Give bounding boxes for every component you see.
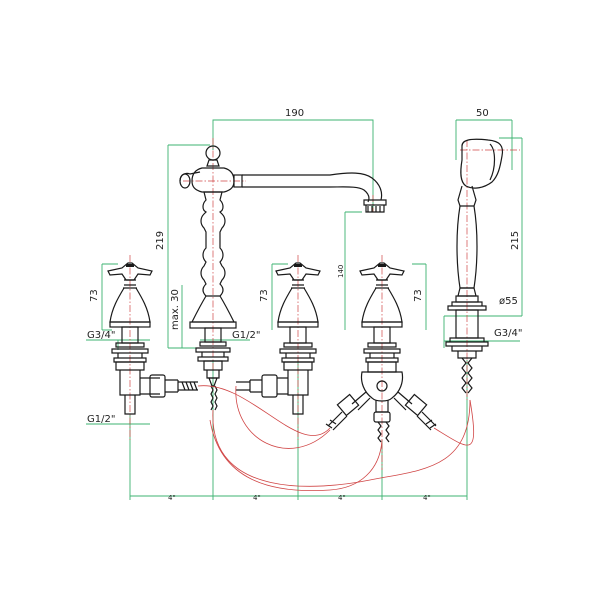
label-handshower-connection: G3/4" bbox=[494, 328, 522, 339]
right-diverter-valve bbox=[325, 262, 437, 443]
left-cold-tap bbox=[107, 262, 198, 415]
label-spout-connection: G1/2" bbox=[232, 330, 260, 341]
label-tap-mid: 73 bbox=[259, 289, 270, 302]
label-spout-height: 219 bbox=[155, 231, 166, 250]
label-hole-diameter: ø55 bbox=[499, 296, 518, 307]
label-spout-rise: 140 bbox=[337, 265, 345, 278]
middle-hot-tap bbox=[236, 262, 321, 415]
label-tap-right: 73 bbox=[413, 289, 424, 302]
label-spout-reach: 190 bbox=[285, 108, 304, 119]
label-handshower-length: 215 bbox=[510, 231, 521, 250]
label-tap-left: 73 bbox=[89, 289, 100, 302]
label-spacing-1: 4" bbox=[168, 494, 176, 502]
label-left-connection: G3/4" bbox=[87, 330, 115, 341]
label-handshower-width: 50 bbox=[476, 108, 489, 119]
label-max-deck: max. 30 bbox=[170, 289, 181, 330]
spout bbox=[179, 145, 387, 411]
label-spacing-2: 4" bbox=[253, 494, 261, 502]
connection-hoses bbox=[197, 385, 474, 491]
label-bottom-connection: G1/2" bbox=[87, 414, 115, 425]
label-spacing-3: 4" bbox=[338, 494, 346, 502]
label-spacing-4: 4" bbox=[423, 494, 431, 502]
dimension-labels: 190 50 219 215 73 73 73 max. 30 140 G3/4… bbox=[87, 108, 522, 502]
handshower bbox=[445, 138, 504, 394]
